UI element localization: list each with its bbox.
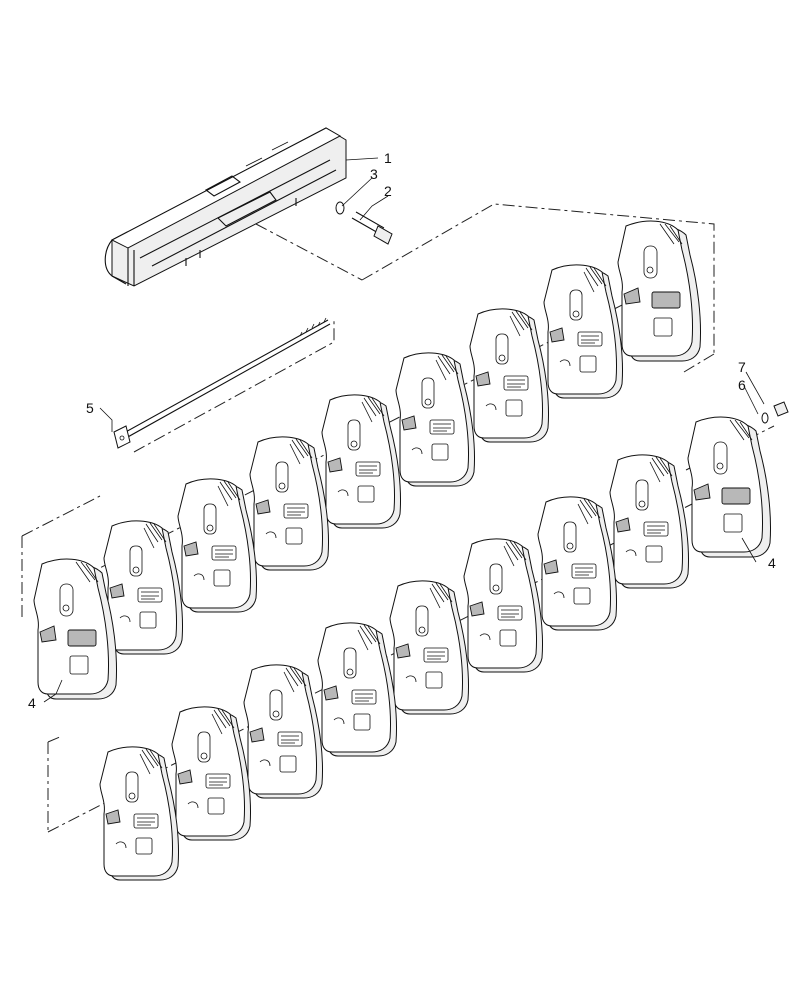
end-nut-washer — [761, 401, 789, 424]
callout-6: 6 — [738, 377, 746, 393]
callout-7: 7 — [738, 359, 746, 375]
washer — [335, 201, 345, 215]
tie-rod — [113, 317, 331, 449]
bolt — [351, 211, 393, 245]
callout-4-left: 4 — [28, 695, 36, 711]
callout-1: 1 — [384, 150, 392, 166]
callouts: 1 3 2 5 7 6 4 4 — [28, 150, 776, 711]
callout-5: 5 — [86, 400, 94, 416]
weight-bracket-frame — [104, 127, 347, 287]
callout-4-right: 4 — [768, 555, 776, 571]
callout-2: 2 — [384, 183, 392, 199]
leader-lines — [43, 157, 765, 703]
callout-3: 3 — [370, 166, 378, 182]
